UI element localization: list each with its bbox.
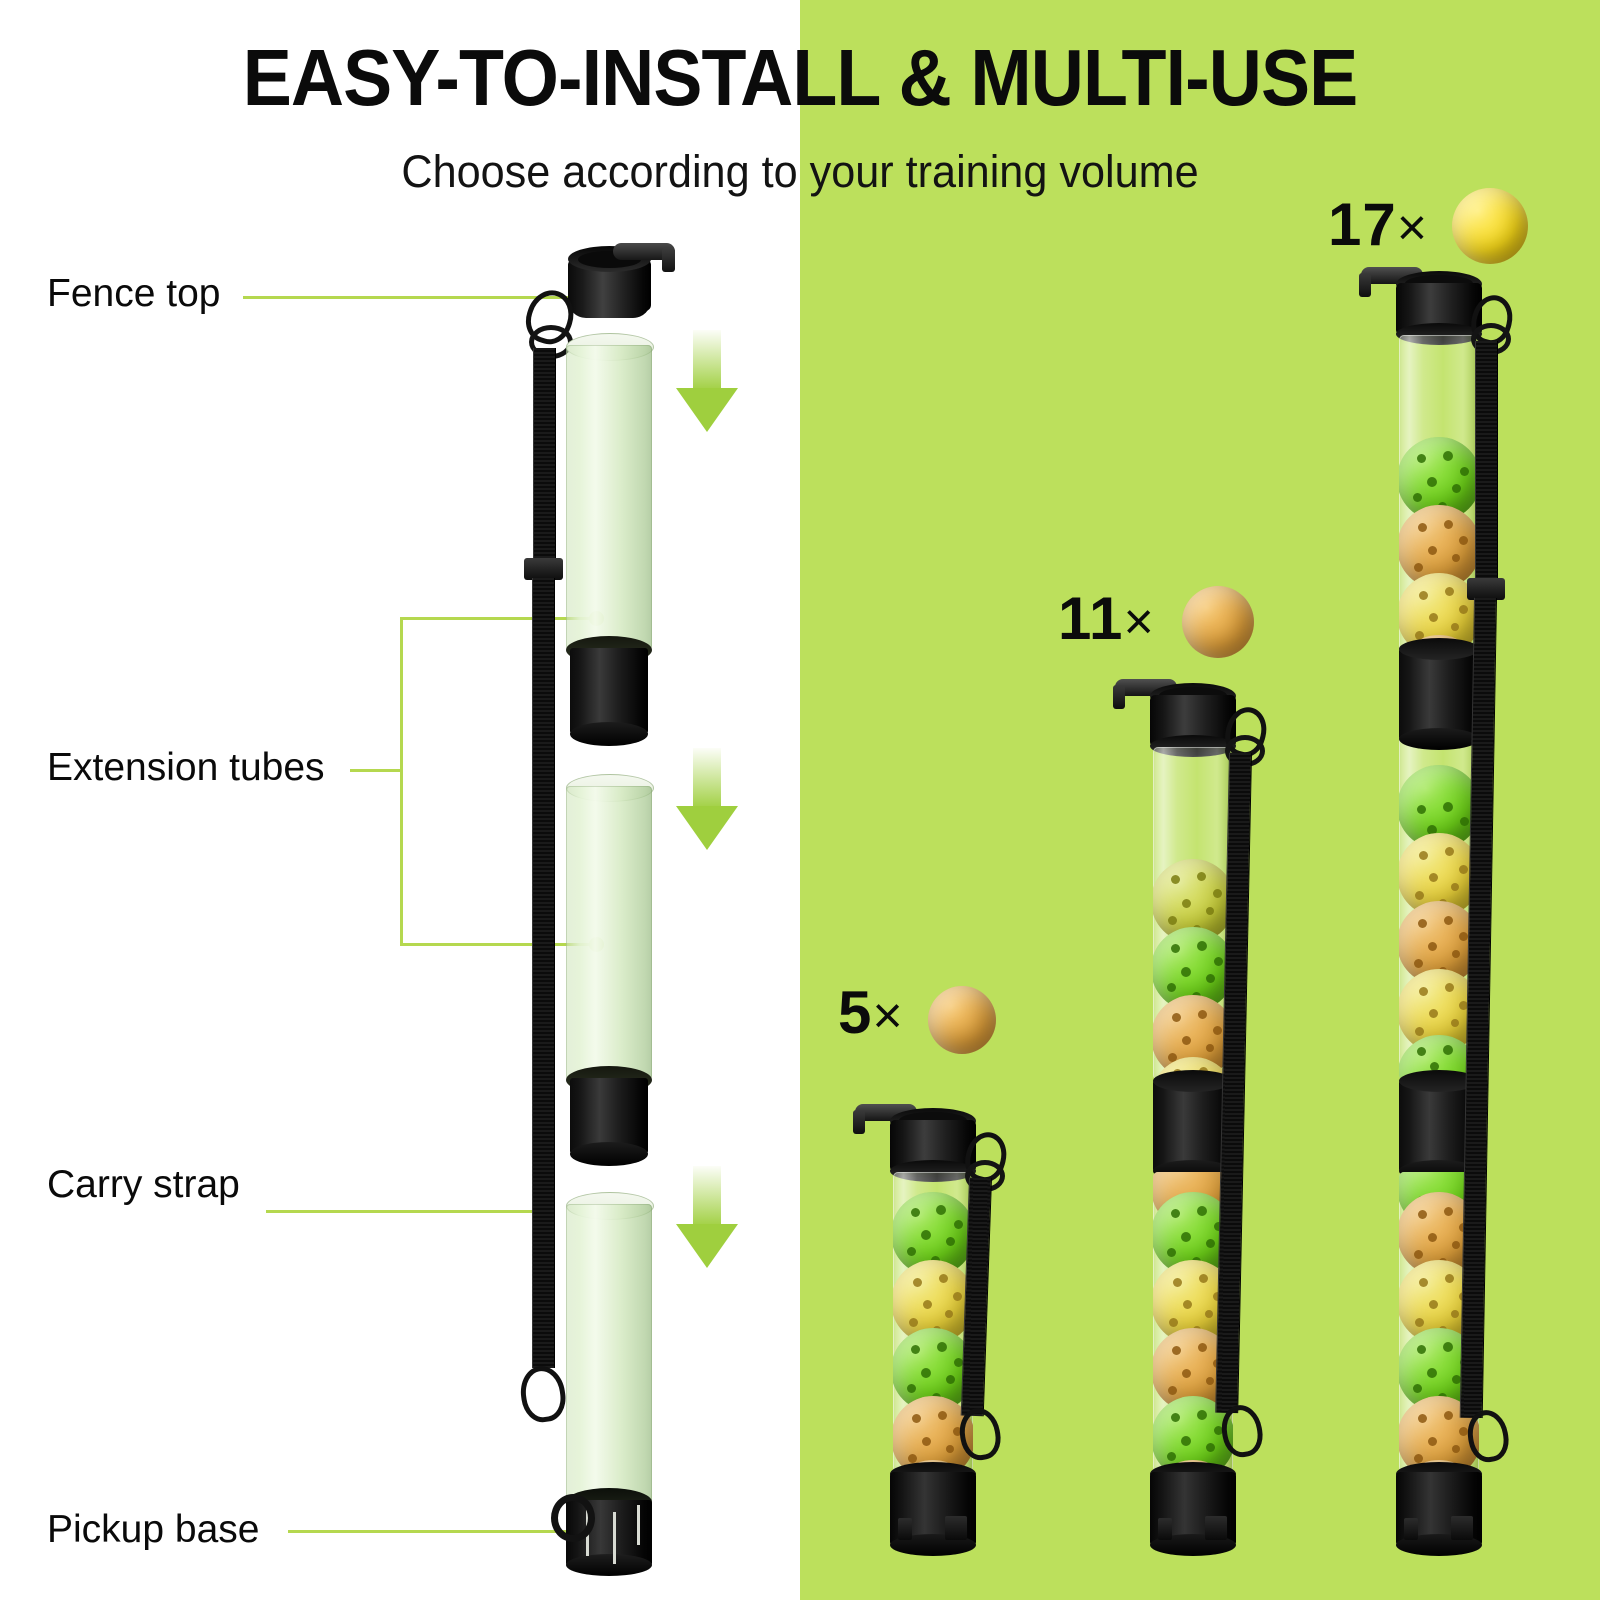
variant-11-connector-collar-top — [1153, 1070, 1233, 1092]
variant-5-multiplier: × — [872, 987, 904, 1045]
extension-tube-lower — [566, 786, 652, 1080]
leader-line-pickup-base — [288, 1530, 580, 1533]
variant-5-hook-arm-tip — [853, 1110, 865, 1134]
tube-connector-collar-lower-bottom — [570, 1142, 648, 1166]
tube-connector-collar-upper — [570, 648, 648, 734]
tube-connector-collar-upper-bottom — [570, 722, 648, 746]
variant-17-connector-collar-upper — [1399, 648, 1479, 740]
variant-11-hook-arm-tip — [1113, 685, 1125, 709]
variant-11-count-number: 11 — [1058, 585, 1124, 652]
variant-17-base-tab — [1404, 1518, 1418, 1540]
callout-label-pickup-base: Pickup base — [47, 1508, 260, 1551]
fence-hook-arm-tip — [662, 248, 675, 272]
variant-5-base-tab — [898, 1518, 912, 1540]
callout-label-extension-tubes: Extension tubes — [47, 746, 325, 789]
carry-strap-webbing-lower — [532, 578, 555, 1368]
variant-5-count-number: 5 — [838, 979, 873, 1046]
leader-line-carry-strap — [266, 1210, 538, 1213]
variant-17-badge-ball — [1452, 188, 1528, 264]
leader-bracket-vertical — [400, 618, 403, 946]
variant-17-multiplier: × — [1396, 199, 1429, 257]
pickup-base-bottom — [566, 1554, 652, 1576]
pickup-base-slot — [613, 1512, 616, 1564]
variant-5-badge-ball — [928, 986, 996, 1054]
extension-tube-upper — [566, 345, 652, 650]
variant-17-count: 17× — [1328, 190, 1428, 259]
variant-17-base-tab — [1451, 1516, 1473, 1540]
variant-17-connector-collar-lower-top — [1399, 1070, 1479, 1092]
pickup-base-loop — [551, 1494, 595, 1542]
fence-top-clip-lower-rim — [568, 300, 651, 318]
variant-5-tube — [893, 1172, 973, 1472]
strap-adjuster-buckle — [524, 558, 563, 580]
leader-branch-lower-tube — [400, 943, 593, 946]
variant-17-carry-strap — [1475, 341, 1498, 581]
variant-11-multiplier: × — [1123, 593, 1155, 651]
callout-label-fence-top: Fence top — [47, 272, 221, 315]
variant-17-hook-arm-tip — [1359, 273, 1371, 297]
page-subtitle: Choose according to your training volume — [401, 146, 1199, 197]
pickup-base-slot — [637, 1505, 640, 1545]
page-title: EASY-TO-INSTALL & MULTI-USE — [242, 33, 1359, 122]
leader-branch-upper-tube — [400, 617, 593, 620]
fence-hook-arm — [613, 243, 675, 260]
carry-strap-webbing — [533, 348, 556, 560]
tube-connector-collar-lower — [570, 1078, 648, 1154]
variant-11-base-tab — [1205, 1516, 1227, 1540]
variant-11-tube-upper — [1153, 747, 1233, 1080]
main-tube — [566, 1204, 652, 1504]
leader-line-extension-tubes — [350, 769, 403, 772]
variant-17-connector-collar-upper-bottom — [1399, 728, 1479, 750]
ball — [893, 1396, 973, 1472]
variant-5-count: 5× — [838, 978, 904, 1047]
variant-17-connector-collar-upper-top — [1399, 638, 1479, 660]
leader-line-fence-top — [243, 296, 593, 299]
variant-11-count: 11× — [1058, 584, 1155, 653]
variant-17-strap-adjuster — [1467, 578, 1505, 600]
callout-label-carry-strap: Carry strap — [47, 1163, 240, 1206]
variant-5-base-tab — [945, 1516, 967, 1540]
variant-11-base-tab — [1158, 1518, 1172, 1540]
variant-17-count-number: 17 — [1328, 191, 1397, 258]
variant-11-badge-ball — [1182, 586, 1254, 658]
